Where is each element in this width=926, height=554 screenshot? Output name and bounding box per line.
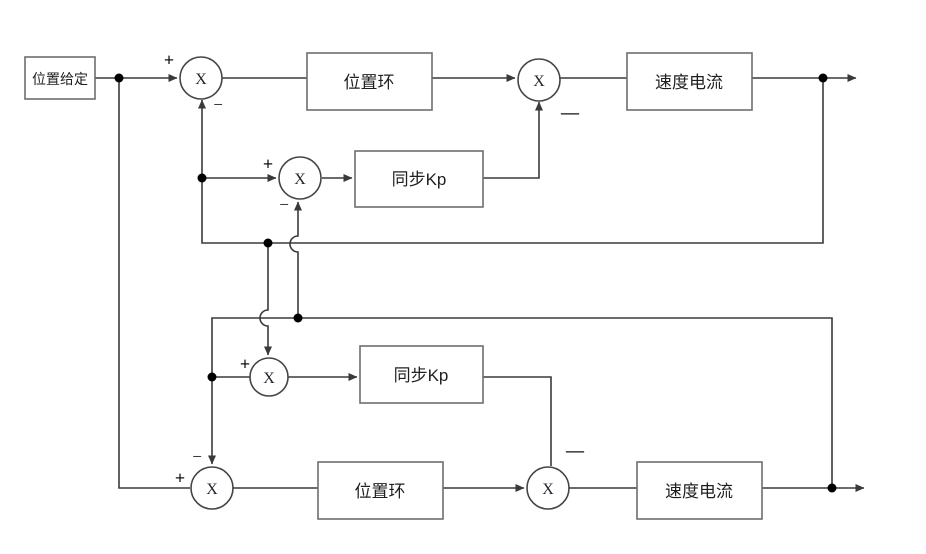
block-upper-sync-kp-box	[354, 150, 484, 208]
sum5-symbol: X	[542, 481, 554, 498]
block-upper-speed-current: 速度电流	[626, 52, 753, 111]
block-lower-sync-kp-label: 同步Kp	[394, 366, 449, 385]
sign-plus-sum3: +	[263, 154, 273, 174]
block-source-box	[24, 56, 96, 100]
junction-dot-lower-feedback-branch	[207, 372, 217, 382]
sign-minus-sum1: −	[213, 95, 223, 114]
junction-dot-source-branch	[114, 73, 124, 83]
junction-dot-upper-feedback-cross	[263, 238, 273, 248]
block-lower-sync-kp: 同步Kp	[359, 345, 484, 404]
junction-dot-upper-feedback-branch	[197, 173, 207, 183]
block-upper-sync-kp-label: 同步Kp	[392, 170, 447, 189]
sum3-symbol: X	[294, 171, 306, 188]
block-lower-speed-current: 速度电流	[636, 461, 763, 520]
block-upper-speed-current-label: 速度电流	[655, 73, 723, 92]
sum5-lower-sync: X	[526, 466, 570, 510]
sum2-upper-sync: X	[517, 58, 561, 102]
sum1-upper-input: X	[179, 56, 223, 100]
wire-upper-feedback	[198, 78, 824, 244]
sign-plus-sum4: +	[240, 354, 250, 374]
block-source: 位置给定	[24, 56, 96, 100]
sign-minus-sum5: —	[565, 440, 585, 460]
sum2-circle	[517, 58, 561, 102]
block-lower-speed-current-label: 速度电流	[665, 482, 733, 501]
wire-lower-feedback	[208, 317, 833, 488]
block-lower-position-loop: 位置环	[317, 461, 444, 520]
sum4-symbol: X	[263, 370, 275, 387]
wire-lower-feedback-cross-up-to-sum3	[289, 201, 302, 318]
sign-minus-sum3: −	[279, 195, 289, 214]
block-upper-position-loop-box	[306, 52, 433, 111]
sum3-upper-middle: X	[278, 156, 322, 200]
block-upper-position-loop: 位置环	[306, 52, 433, 111]
sum6-lower-input: X	[190, 466, 234, 510]
sign-minus-sum6: −	[192, 447, 202, 466]
sum1-symbol: X	[195, 71, 207, 88]
sign-plus-sum6: +	[175, 468, 185, 488]
block-upper-speed-current-box	[626, 52, 753, 111]
block-lower-sync-kp-box	[359, 345, 484, 404]
sum1-circle	[179, 56, 223, 100]
wire-source-branch-to-sum6	[118, 78, 190, 489]
sum5-circle	[526, 466, 570, 510]
wire-lower-sync-kp-to-sum5	[483, 376, 552, 466]
junction-dot-lower-output	[827, 483, 837, 493]
block-lower-speed-current-box	[636, 461, 763, 520]
block-upper-sync-kp: 同步Kp	[354, 150, 484, 208]
wire-upper-sync-kp-to-sum2	[483, 101, 543, 179]
block-lower-position-loop-label: 位置环	[355, 482, 406, 501]
sum3-circle	[278, 156, 322, 200]
block-source-label: 位置给定	[32, 71, 88, 87]
sign-plus-sum1: +	[164, 50, 174, 70]
junction-dot-upper-output	[818, 73, 828, 83]
sum6-symbol: X	[206, 481, 218, 498]
wire-upper-feedback-cross-down-to-sum4	[259, 243, 272, 356]
sign-minus-sum2: —	[560, 102, 580, 122]
block-lower-position-loop-box	[317, 461, 444, 520]
sum4-lower-middle: X	[249, 357, 289, 397]
block-upper-position-loop-label: 位置环	[344, 73, 395, 92]
sum6-circle	[190, 466, 234, 510]
sum2-symbol: X	[533, 73, 545, 90]
junction-dot-lower-feedback-cross	[293, 313, 303, 323]
sum4-circle	[249, 357, 289, 397]
